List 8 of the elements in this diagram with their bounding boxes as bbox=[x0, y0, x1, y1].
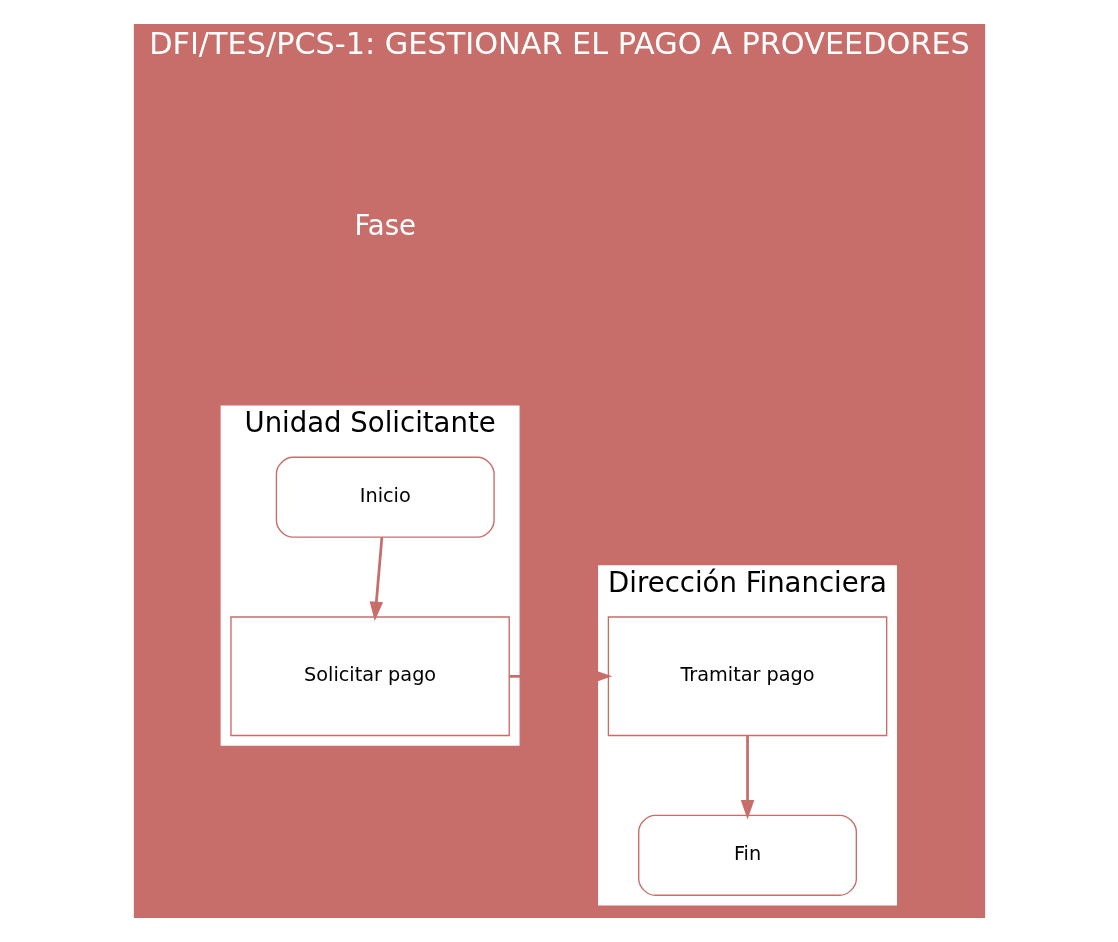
arrow bbox=[369, 537, 383, 621]
node-box: Fin bbox=[637, 814, 857, 896]
arrow bbox=[740, 735, 754, 820]
node-text: Fase bbox=[353, 209, 416, 242]
node-box: Tramitar pago bbox=[607, 616, 887, 737]
node-box: Inicio bbox=[275, 456, 495, 538]
arrow bbox=[508, 669, 612, 683]
node-box: Solicitar pago bbox=[229, 616, 510, 737]
